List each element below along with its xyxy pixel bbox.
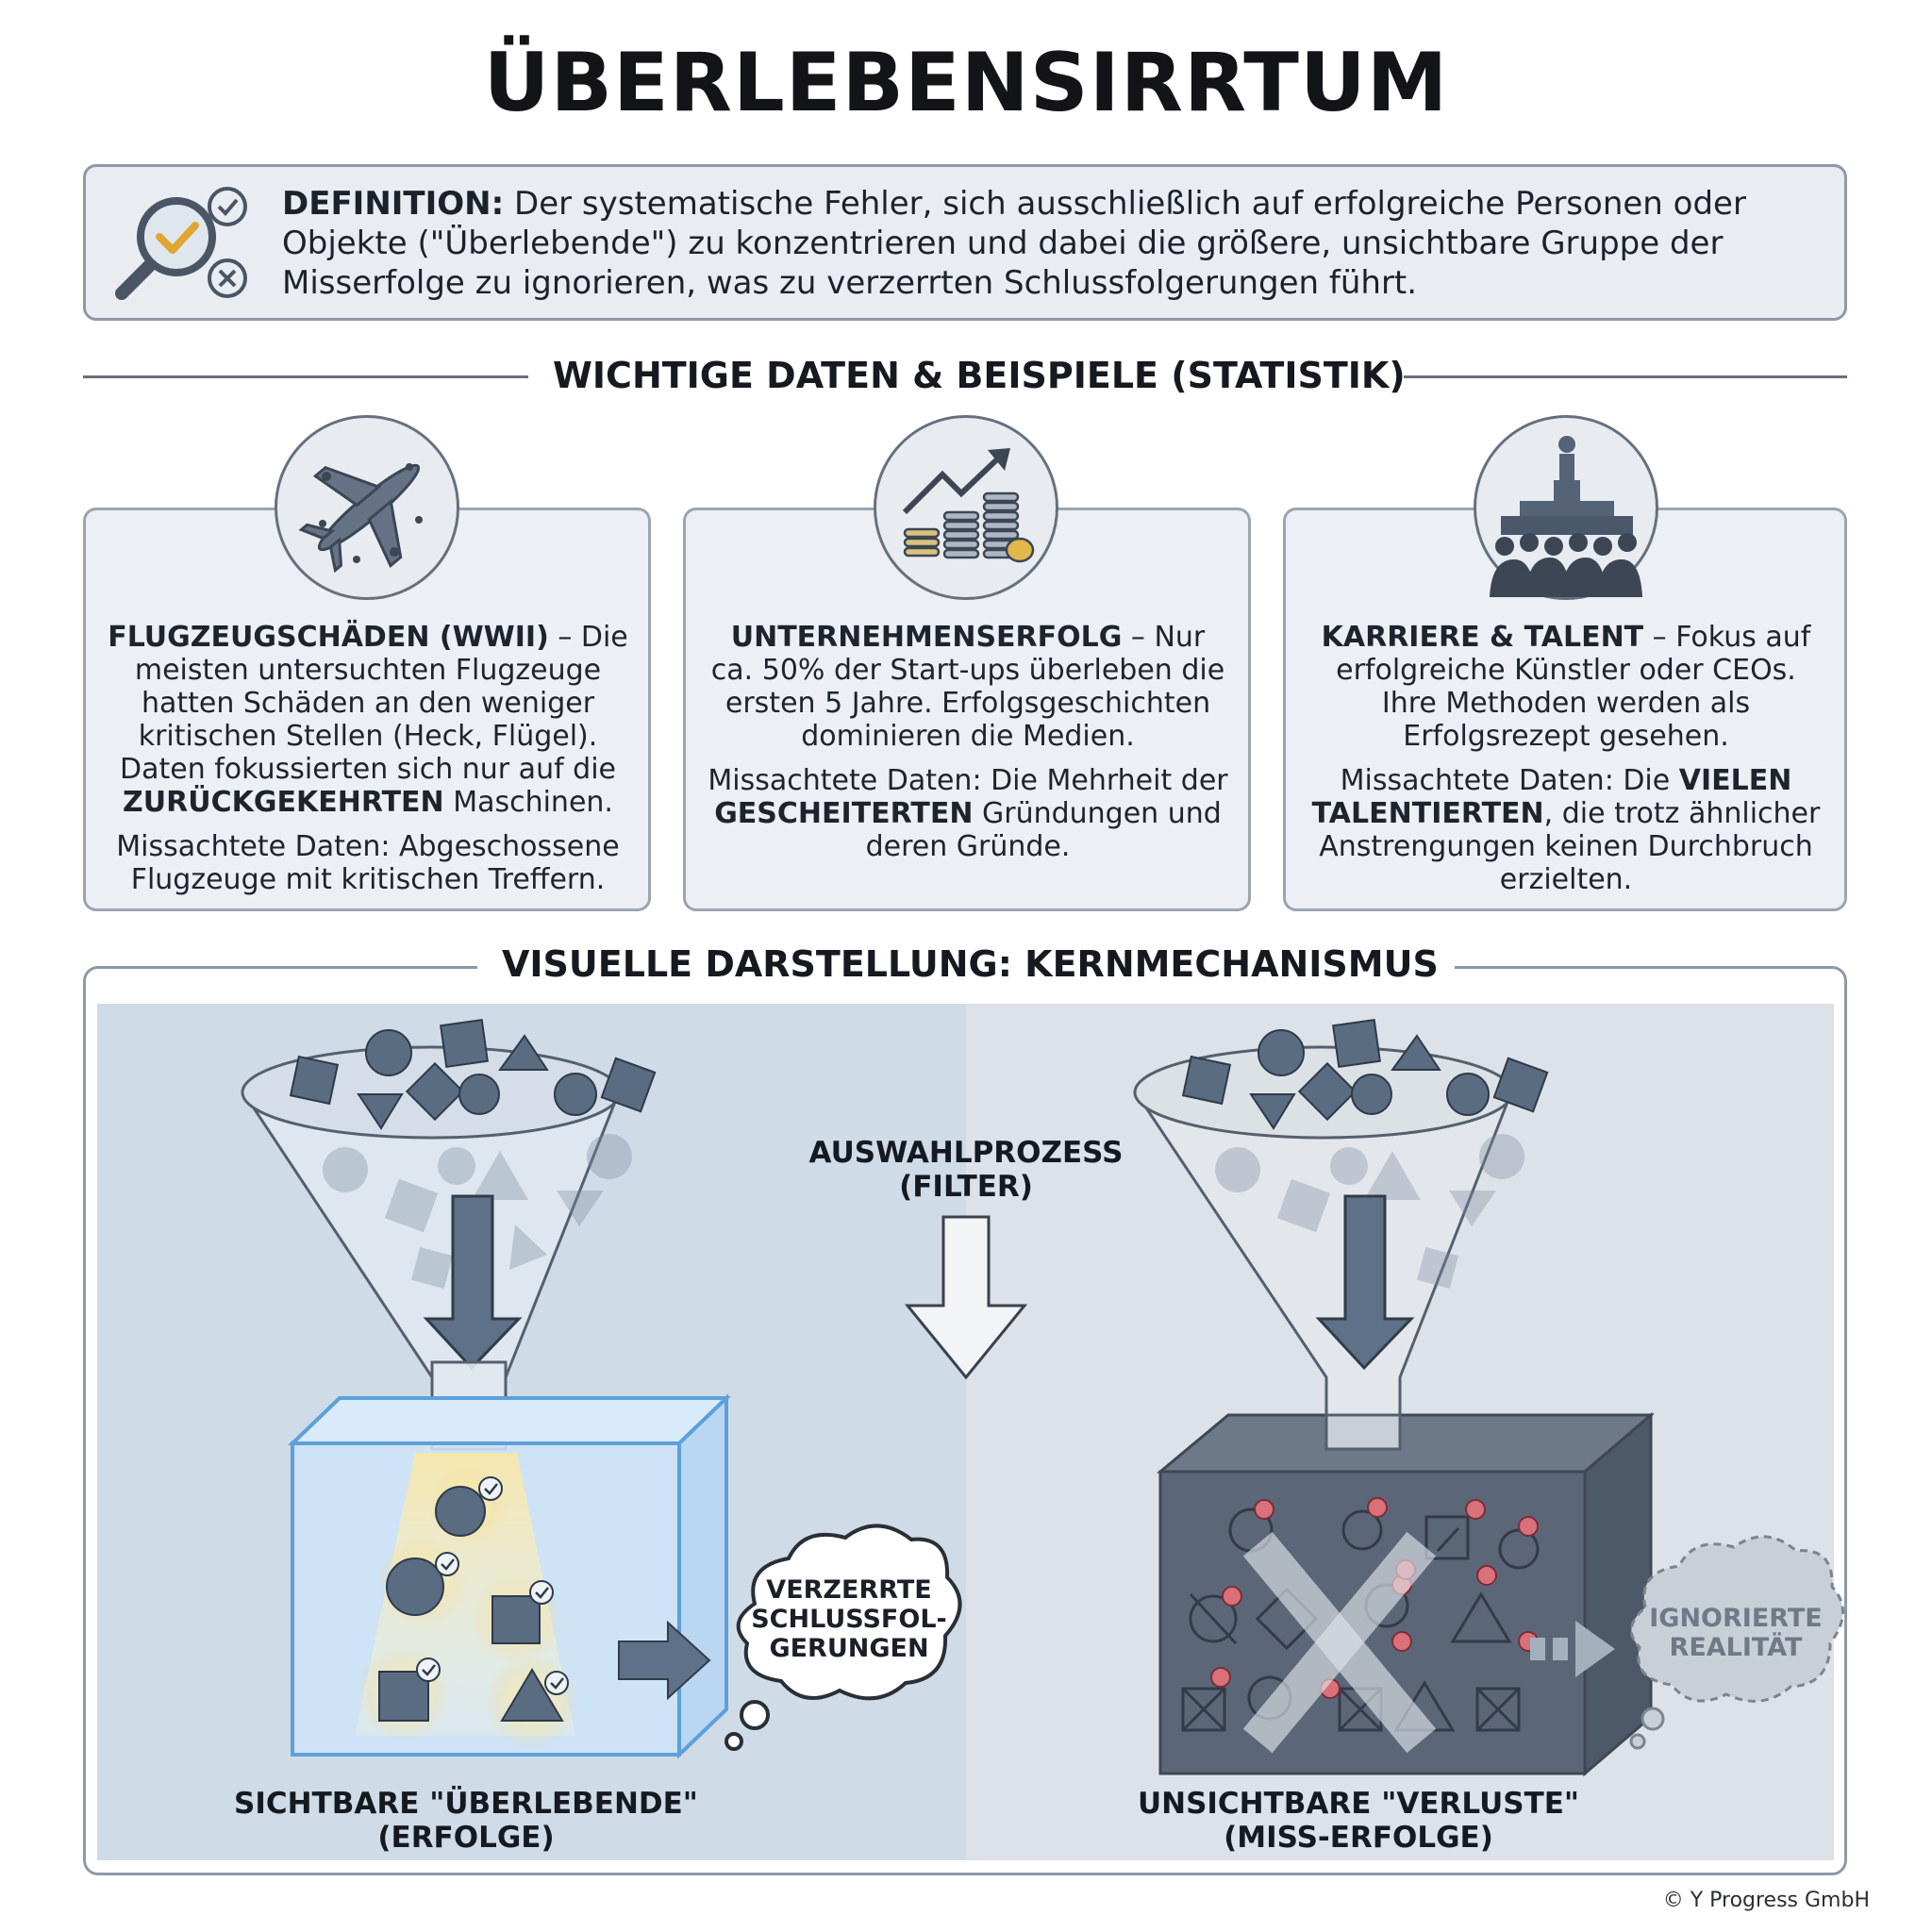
magnifier-check-icon — [115, 187, 247, 300]
losses-caption: UNSICHTBARE "VERLUSTE" (MISS-ERFOLGE) — [1104, 1787, 1613, 1855]
left-funnel — [241, 1019, 657, 1451]
section-heading-visual: VISUELLE DARSTELLUNG: KERNMECHANISMUS — [477, 943, 1455, 985]
card-text-aircraft: FLUGZEUGSCHÄDEN (WWII) – Die meisten unt… — [106, 621, 630, 908]
card-body: – Fokus auf erfolgreiche Künstler oder C… — [1336, 621, 1811, 753]
conclusion-cloud — [724, 1524, 962, 1751]
card-heading: UNTERNEHMENSERFOLG — [730, 621, 1123, 654]
section-heading-examples: WICHTIGE DATEN & BEISPIELE (STATISTIK) — [528, 355, 1406, 396]
survivors-caption: SICHTBARE "ÜBERLEBENDE" (ERFOLGE) — [221, 1787, 711, 1855]
card-text-career: KARRIERE & TALENT – Fokus auf erfolgreic… — [1306, 621, 1826, 908]
filter-label-line1: AUSWAHLPROZESS — [808, 1136, 1124, 1170]
card-ignored-data: Missachtete Daten: Die — [1340, 764, 1679, 797]
card-body: – Die meisten untersuchten Flugzeuge hat… — [119, 621, 628, 786]
definition-box: DEFINITION: Der systematische Fehler, si… — [83, 164, 1847, 321]
conclusion-cloud-text: VERZERRTE SCHLUSSFOL- GERUNGEN — [745, 1575, 953, 1663]
podium-crowd-icon — [1490, 436, 1642, 597]
right-funnel — [1133, 1019, 1549, 1436]
cloud-line: REALITÄT — [1669, 1633, 1803, 1662]
copyright-notice: © Y Progress GmbH — [1662, 1889, 1870, 1912]
card-body-end: , die trotz ähnlicher Anstrengungen kein… — [1319, 797, 1821, 896]
cloud-line: IGNORIERTE — [1649, 1604, 1823, 1633]
airplane-icon — [298, 463, 423, 574]
card-text-business: UNTERNEHMENSERFOLG – Nur ca. 50% der Sta… — [706, 621, 1230, 874]
card-emphasis: GESCHEITERTEN — [714, 797, 974, 830]
card-paragraph-2: Missachtete Daten: Die VIELEN TALENTIERT… — [1306, 764, 1826, 896]
card-body-end: Gründungen und deren Gründe. — [865, 797, 1222, 863]
coins-growth-icon — [902, 448, 1035, 563]
card-paragraph-1: FLUGZEUGSCHÄDEN (WWII) – Die meisten unt… — [106, 621, 630, 819]
card-paragraph-2: Missachtete Daten: Abgeschossene Flugzeu… — [106, 830, 630, 896]
card-paragraph-1: KARRIERE & TALENT – Fokus auf erfolgreic… — [1306, 621, 1826, 753]
card-body-end: Maschinen. — [443, 786, 613, 819]
caption-line: SICHTBARE "ÜBERLEBENDE" — [234, 1787, 698, 1821]
page-title: ÜBERLEBENSIRRTUM — [483, 36, 1449, 130]
arrow-right-icon — [618, 1620, 711, 1701]
card-icon-circle-business — [874, 415, 1058, 600]
card-heading: KARRIERE & TALENT — [1321, 621, 1644, 654]
cloud-line: GERUNGEN — [769, 1634, 929, 1663]
card-heading: FLUGZEUGSCHÄDEN (WWII) — [108, 621, 549, 654]
card-paragraph-2: Missachtete Daten: Die Mehrheit der GESC… — [706, 764, 1230, 863]
ignored-reality-text: IGNORIERTE REALITÄT — [1641, 1604, 1830, 1662]
card-icon-circle-career — [1474, 415, 1658, 600]
definition-text: DEFINITION: Der systematische Fehler, si… — [282, 184, 1829, 303]
card-emphasis: VIELEN TALENTIERTEN — [1311, 764, 1792, 830]
cloud-line: VERZERRTE — [766, 1575, 932, 1605]
filter-label-line2: (FILTER) — [899, 1170, 1033, 1204]
card-ignored-data: Missachtete Daten: Die Mehrheit der — [708, 764, 1228, 797]
losses-box — [1156, 1411, 1656, 1777]
card-paragraph-1: UNTERNEHMENSERFOLG – Nur ca. 50% der Sta… — [706, 621, 1230, 753]
cloud-line: SCHLUSSFOL- — [751, 1605, 947, 1634]
filter-arrow-icon — [904, 1215, 1028, 1380]
card-body: – Nur ca. 50% der Start-ups überleben di… — [710, 621, 1225, 753]
survivors-box — [288, 1393, 731, 1759]
dashed-arrow-icon — [1530, 1621, 1615, 1677]
caption-line: UNSICHTBARE "VERLUSTE" — [1137, 1787, 1580, 1821]
caption-line: (ERFOLGE) — [377, 1821, 555, 1855]
definition-label: DEFINITION: — [282, 185, 505, 223]
card-ignored-data: Missachtete Daten: Abgeschossene Flugzeu… — [116, 830, 620, 896]
survivor-shapes — [357, 1466, 579, 1749]
filter-label: AUSWAHLPROZESS (FILTER) — [777, 1136, 1155, 1204]
caption-line: (MISS-ERFOLGE) — [1224, 1821, 1493, 1855]
card-icon-circle-aircraft — [275, 415, 459, 600]
definition-body: Der systematische Fehler, sich ausschlie… — [282, 185, 1746, 302]
ignored-reality-cloud — [1629, 1535, 1844, 1750]
card-emphasis: ZURÜCKGEKEHRTEN — [123, 786, 444, 819]
